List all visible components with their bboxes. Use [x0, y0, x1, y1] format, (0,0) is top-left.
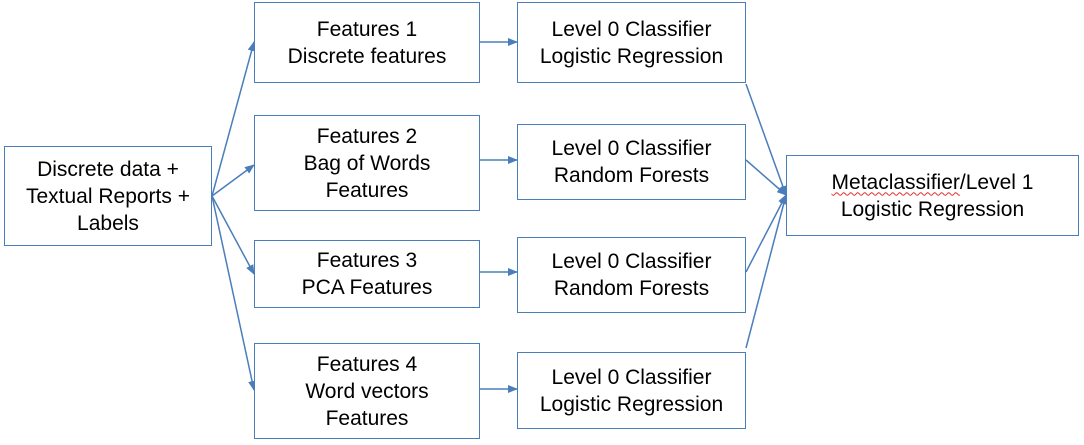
features-3-title: Features 3 [316, 249, 418, 272]
features-3-desc: PCA Features [301, 276, 433, 299]
classifier-3-box: Level 0 Classifier Random Forests [517, 237, 746, 313]
metaclassifier-box: Metaclassifier/Level 1 Logistic Regressi… [786, 155, 1079, 236]
classifier-1-model: Logistic Regression [539, 44, 724, 68]
features-2-desc: Bag of Words [303, 151, 431, 175]
features-4-box: Features 4 Word vectors Features [254, 343, 480, 439]
features-2-desc-2: Features [325, 178, 409, 202]
arrow-classifier-2-to-meta [745, 159, 787, 196]
features-4-desc: Word vectors [305, 379, 429, 403]
features-4-desc-2: Features [325, 406, 409, 430]
classifier-2-model: Random Forests [553, 164, 710, 187]
classifier-2-level: Level 0 Classifier [551, 137, 712, 160]
arrow-classifier-3-to-meta [745, 194, 787, 273]
input-line-3: Labels [77, 211, 139, 235]
arrow-input-to-features-2 [211, 164, 255, 197]
classifier-4-level: Level 0 Classifier [551, 365, 712, 389]
features-1-title: Features 1 [316, 17, 418, 41]
classifier-2-box: Level 0 Classifier Random Forests [517, 124, 746, 200]
arrow-input-to-features-4 [211, 195, 257, 391]
metaclassifier-model: Logistic Regression [840, 197, 1025, 221]
input-box: Discrete data + Textual Reports + Labels [4, 146, 212, 246]
arrow-input-to-features-3 [211, 195, 255, 275]
input-line-1: Discrete data + [37, 157, 179, 181]
input-line-2: Textual Reports + [25, 184, 190, 208]
arrow-input-to-features-1 [211, 41, 256, 197]
classifier-3-model: Random Forests [553, 277, 710, 300]
features-1-desc: Discrete features [287, 44, 447, 68]
arrow-classifier-1-to-meta [745, 83, 787, 196]
metaclassifier-title: Metaclassifier/Level 1 [832, 169, 1034, 196]
features-2-box: Features 2 Bag of Words Features [254, 115, 480, 211]
classifier-3-level: Level 0 Classifier [551, 250, 712, 273]
metaclassifier-word: Metaclassifier [831, 170, 960, 194]
classifier-1-box: Level 0 Classifier Logistic Regression [517, 2, 746, 83]
features-1-box: Features 1 Discrete features [254, 2, 480, 83]
metaclassifier-level: /Level 1 [959, 170, 1034, 194]
arrow-classifier-4-to-meta [745, 194, 788, 349]
features-2-title: Features 2 [316, 124, 418, 148]
features-4-title: Features 4 [316, 352, 418, 376]
classifier-4-box: Level 0 Classifier Logistic Regression [517, 352, 746, 429]
classifier-1-level: Level 0 Classifier [551, 17, 712, 41]
features-3-box: Features 3 PCA Features [254, 240, 480, 308]
classifier-4-model: Logistic Regression [539, 392, 724, 416]
